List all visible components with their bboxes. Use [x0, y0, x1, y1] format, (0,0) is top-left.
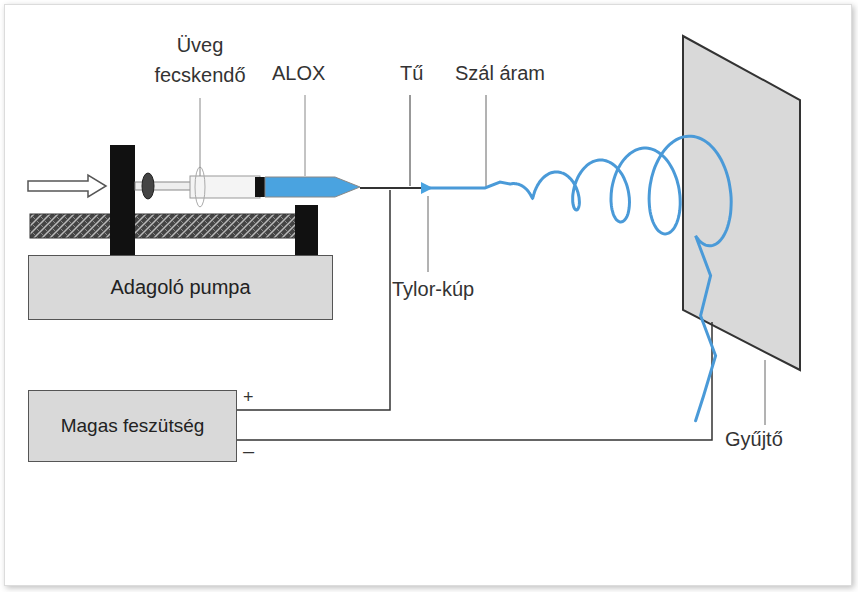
leader-line — [765, 360, 766, 425]
leader-line — [305, 95, 306, 176]
part-label: ALOX — [272, 58, 325, 88]
box-label: Magas feszütség — [61, 415, 205, 437]
alox-liquid — [265, 177, 360, 197]
part-label: Gyűjtő — [725, 424, 783, 454]
push-arrow — [28, 175, 106, 197]
pump-post — [110, 145, 135, 255]
glass-barrel — [190, 176, 260, 198]
part-label: Tylor-kúp — [392, 274, 474, 304]
needle — [360, 187, 425, 189]
collector-plate — [683, 36, 800, 370]
fiber-jet — [430, 136, 731, 421]
negative-wire — [237, 322, 712, 440]
leader-line — [410, 95, 411, 186]
part-label: + — [243, 382, 254, 412]
leader-line — [200, 98, 201, 176]
plunger-seal — [255, 177, 265, 197]
part-label: Üveg fecskendő — [140, 30, 260, 90]
pump-post — [295, 205, 318, 255]
part-label: Tű — [400, 58, 423, 88]
leader-line — [428, 196, 429, 272]
plunger-disk — [142, 173, 154, 199]
part-label: – — [243, 436, 254, 466]
box-label: Adagoló pumpa — [110, 276, 250, 299]
leader-line — [486, 95, 487, 186]
pump-rail — [30, 214, 302, 238]
process-box: Magas feszütség — [28, 390, 237, 462]
process-box: Adagoló pumpa — [28, 255, 333, 320]
part-label: Szál áram — [455, 58, 545, 88]
